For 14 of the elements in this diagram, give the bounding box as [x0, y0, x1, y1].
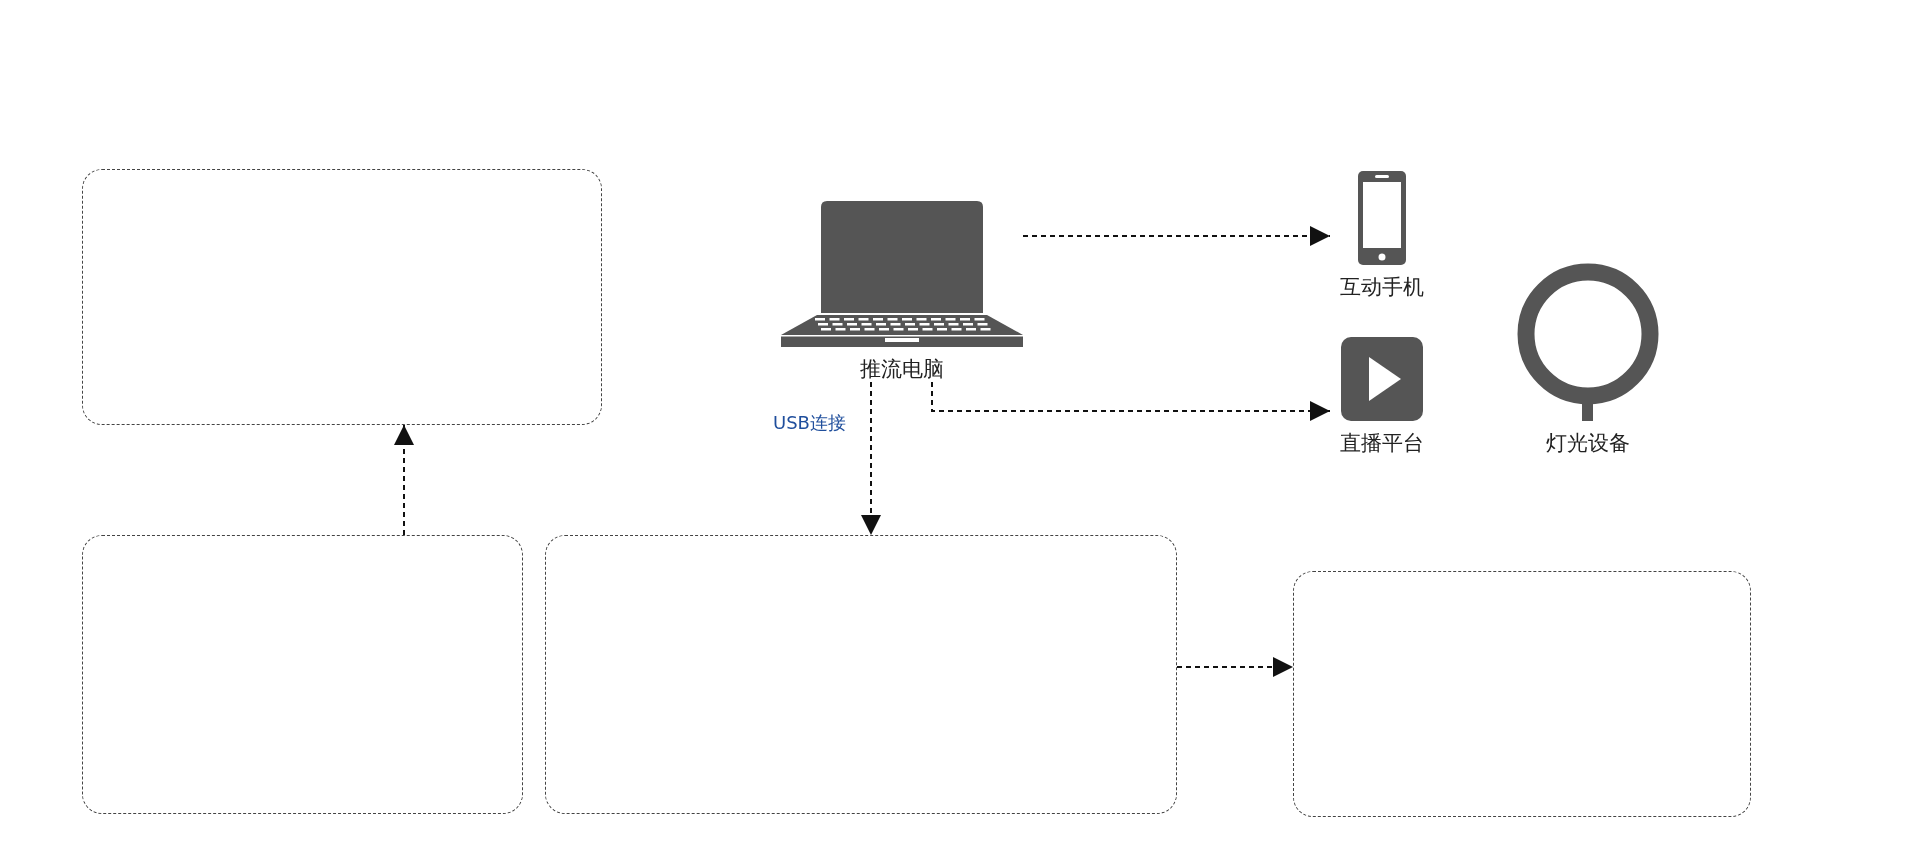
node-label: 灯光设备 [1546, 430, 1630, 456]
node-label: 直播平台 [1340, 430, 1424, 456]
node-label: 推流电脑 [860, 356, 944, 382]
arrow [1176, 657, 1294, 677]
arrow [931, 381, 1331, 421]
edge-label: USB连接 [773, 412, 846, 434]
dashed-box [82, 535, 523, 814]
arrow [1022, 226, 1331, 246]
node-label: 互动手机 [1340, 274, 1424, 300]
dashed-box [82, 169, 602, 425]
arrow [394, 424, 414, 536]
arrow [861, 381, 881, 536]
dashed-box [545, 535, 1177, 814]
dashed-box [1293, 571, 1751, 817]
